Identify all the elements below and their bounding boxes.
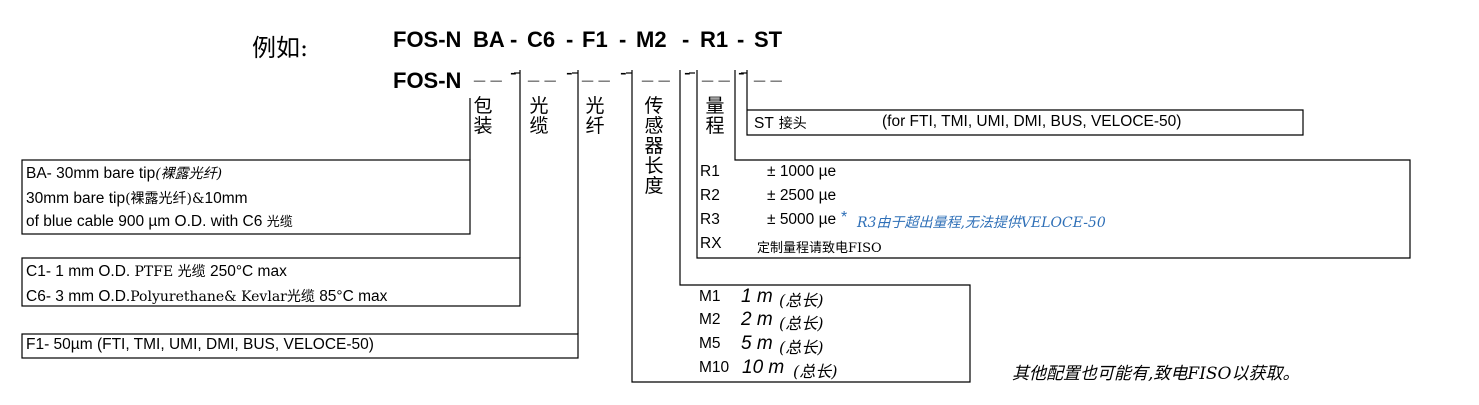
template-blank-connector: _ _ xyxy=(754,62,782,84)
connector-note: (for FTI, TMI, UMI, DMI, BUS, VELOCE-50) xyxy=(882,113,1182,130)
column-label-fiber: 光纤 xyxy=(585,95,605,137)
example-sep: - xyxy=(566,27,574,52)
footer-note: 其他配置也可能有,致电FISO以获取。 xyxy=(1012,364,1300,384)
example-label: 例如: xyxy=(252,34,309,62)
range-r3-star: * xyxy=(841,209,848,226)
template-blank-coating: _ _ xyxy=(474,62,502,84)
column-label-length: 传感器长度 xyxy=(644,95,664,197)
example-part-connector: ST xyxy=(754,27,783,52)
template-blank-range: _ _ xyxy=(702,62,730,84)
connector-leader xyxy=(746,70,1304,136)
connector-code: ST xyxy=(754,115,774,132)
template-sep: - xyxy=(620,62,627,84)
example-part-length: M2 xyxy=(636,27,667,52)
range-leader xyxy=(696,70,1411,259)
example-sep: - xyxy=(510,27,518,52)
length-row-m1: M1 1 m (总长) xyxy=(699,286,824,310)
example-part-cable: C6 xyxy=(527,27,556,52)
range-row-r2: R2± 2500 µe xyxy=(700,187,837,204)
length-row-m5: M5 5 m (总长) xyxy=(699,333,824,357)
connector-name: 接头 xyxy=(778,116,807,132)
example-part-coating: BA xyxy=(473,27,505,52)
example-part-range: R1 xyxy=(700,27,729,52)
example-sep: - xyxy=(737,27,745,52)
template-prefix: FOS-N xyxy=(393,68,462,93)
fiber-line-1: F1- 50µm (FTI, TMI, UMI, DMI, BUS, VELOC… xyxy=(26,336,374,353)
coating-line-1: BA- 30mm bare tip(裸露光纤) xyxy=(26,165,223,182)
connector-row: ST 接头 xyxy=(754,113,807,133)
length-leader xyxy=(631,70,971,383)
cable-line-1: C1- 1 mm O.D. PTFE 光缆 250°C max xyxy=(26,263,287,280)
column-label-range: 量程 xyxy=(705,95,725,137)
coating-line-2: 30mm bare tip(裸露光纤)&10mm xyxy=(26,190,248,207)
template-blank-fiber: _ _ xyxy=(582,62,610,84)
fiber-box-frame xyxy=(21,333,579,359)
example-part-fiber: F1 xyxy=(582,27,608,52)
template-sep: - xyxy=(510,62,517,84)
coating-line-3: of blue cable 900 µm O.D. with C6 光缆 xyxy=(26,213,293,230)
range-r3-note: R3由于超出量程,无法提供VELOCE-50 xyxy=(857,215,1106,231)
length-row-m10: M10 10 m (总长) xyxy=(699,357,838,381)
cable-box-frame xyxy=(21,257,521,307)
template-sep: - xyxy=(684,62,691,84)
cable-line-2: C6- 3 mm O.D.Polyurethane& Kevlar光缆 85°C… xyxy=(26,288,388,305)
column-label-coating: 包装 xyxy=(473,95,493,137)
coating-box-frame xyxy=(21,159,471,235)
column-label-cable: 光缆 xyxy=(529,95,549,137)
template-sep: - xyxy=(738,62,745,84)
example-part-model: FOS-N xyxy=(393,27,462,52)
range-row-r3: R3± 5000 µe xyxy=(700,211,837,228)
template-sep: - xyxy=(566,62,573,84)
example-sep: - xyxy=(682,27,690,52)
template-blank-cable: _ _ xyxy=(528,62,556,84)
length-row-m2: M2 2 m (总长) xyxy=(699,309,824,333)
range-row-r1: R1± 1000 µe xyxy=(700,163,837,180)
template-blank-length: _ _ xyxy=(642,62,670,84)
example-sep: - xyxy=(619,27,627,52)
